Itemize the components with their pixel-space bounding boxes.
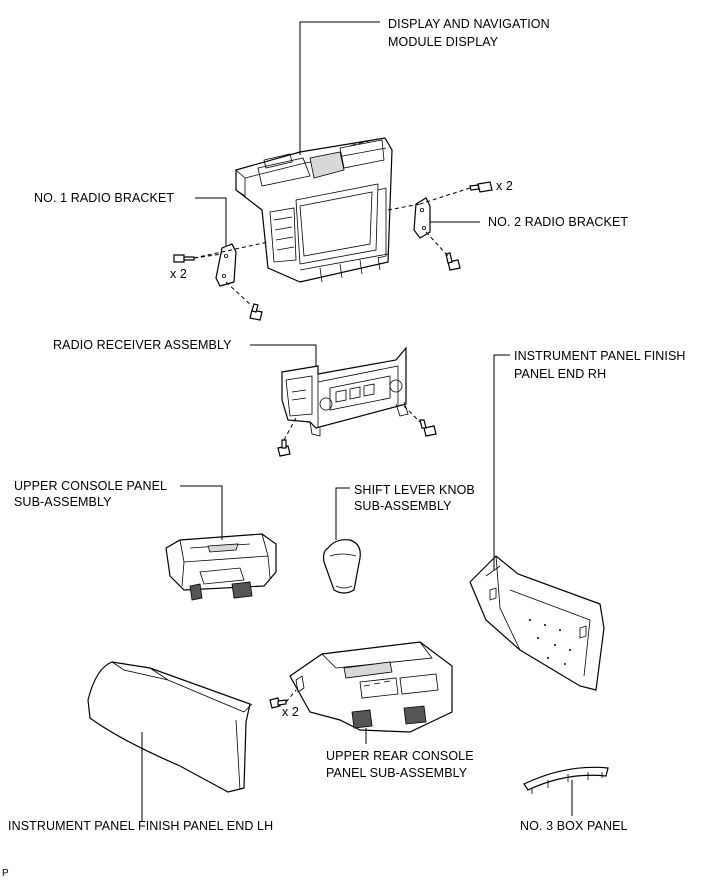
mount-axis-right [387, 203, 421, 211]
bolt-receiver-left [277, 439, 291, 457]
leader-upper-console [180, 485, 223, 540]
bolt-path-right-upper [419, 187, 471, 205]
label-upper-console-line1: UPPER CONSOLE PANEL [14, 479, 168, 493]
bolt-path-left-upper [193, 253, 223, 259]
display-navigation-module [235, 137, 393, 283]
label-display-nav-line2: MODULE DISPLAY [388, 35, 499, 49]
bolt-path-left-lower [225, 281, 253, 307]
label-qty-console-clips: x 2 [282, 705, 299, 719]
label-panel-end-rh-line2: PANEL END RH [514, 367, 607, 381]
bolt-receiver-right [419, 419, 437, 437]
label-upper-rear-console-line1: UPPER REAR CONSOLE [326, 749, 474, 763]
radio-receiver-assembly [281, 346, 409, 437]
label-corner-code: P [2, 868, 9, 879]
upper-rear-console-panel [289, 641, 453, 733]
bolt-right-lower [445, 252, 461, 271]
upper-console-panel [165, 533, 277, 601]
label-radio-bracket-2: NO. 2 RADIO BRACKET [488, 215, 629, 229]
label-panel-end-lh: INSTRUMENT PANEL FINISH PANEL END LH [8, 819, 274, 833]
label-upper-rear-console-line2: PANEL SUB-ASSEMBLY [326, 766, 468, 780]
box-panel-3 [523, 766, 609, 794]
bolt-right-upper [469, 181, 493, 193]
radio-bracket-1 [215, 243, 237, 287]
panel-end-lh [87, 661, 253, 793]
label-display-nav-line1: DISPLAY AND NAVIGATION [388, 17, 550, 31]
label-panel-end-rh-line1: INSTRUMENT PANEL FINISH [514, 349, 686, 363]
bolt-left-upper [173, 254, 195, 263]
leader-panel-end-rh [493, 354, 510, 570]
bolt-path-receiver-left [283, 417, 297, 441]
label-radio-receiver: RADIO RECEIVER ASSEMBLY [53, 338, 232, 352]
leader-shift-knob [335, 487, 350, 540]
label-qty-bolt-right: x 2 [496, 179, 513, 193]
leader-display-nav [299, 21, 380, 155]
bolt-path-right-lower [425, 231, 449, 257]
label-radio-bracket-1: NO. 1 RADIO BRACKET [34, 191, 175, 205]
mount-axis-left [193, 241, 269, 259]
clip-console [269, 697, 287, 709]
clip-path-console [285, 689, 297, 703]
bolt-left-lower [249, 303, 263, 321]
label-box-panel-3: NO. 3 BOX PANEL [520, 819, 628, 833]
leader-radio-receiver [250, 344, 317, 366]
radio-bracket-2 [413, 197, 431, 239]
label-upper-console-line2: SUB-ASSEMBLY [14, 495, 112, 509]
bolt-path-receiver-right [403, 405, 421, 423]
panel-end-rh [469, 555, 605, 691]
shift-lever-knob [322, 539, 361, 594]
leader-radio-bracket-1 [195, 197, 227, 246]
label-shift-knob-line2: SUB-ASSEMBLY [354, 499, 452, 513]
label-shift-knob-line1: SHIFT LEVER KNOB [354, 483, 475, 497]
label-qty-bolt-left: x 2 [170, 267, 187, 281]
